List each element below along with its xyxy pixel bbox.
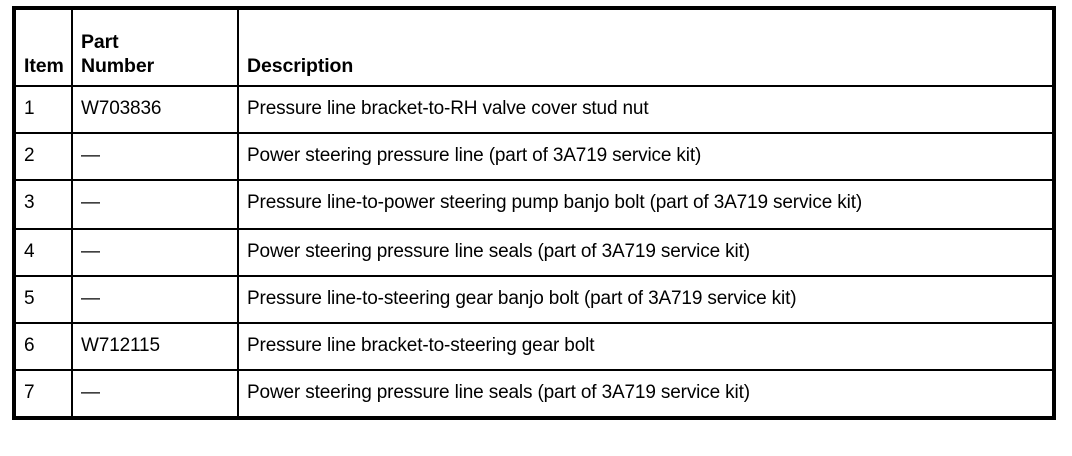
cell-item: 7 (13, 369, 73, 419)
cell-description: Pressure line-to-steering gear banjo bol… (237, 275, 1055, 324)
cell-item: 3 (13, 179, 73, 230)
table-row: 1 W703836 Pressure line bracket-to-RH va… (13, 85, 1055, 134)
cell-part-number: — (71, 179, 239, 230)
table-row: 6 W712115 Pressure line bracket-to-steer… (13, 322, 1055, 371)
column-header-item: Item (13, 7, 73, 87)
cell-part-number: W712115 (71, 322, 239, 371)
column-header-part-number-line-1: Part (81, 31, 119, 53)
table-row: 3 — Pressure line-to-power steering pump… (13, 179, 1055, 230)
table-row: 2 — Power steering pressure line (part o… (13, 132, 1055, 181)
cell-part-number: — (71, 275, 239, 324)
column-header-description: Description (237, 7, 1055, 87)
cell-part-number: — (71, 228, 239, 277)
table-row: 5 — Pressure line-to-steering gear banjo… (13, 275, 1055, 324)
cell-description: Pressure line-to-power steering pump ban… (237, 179, 1055, 230)
column-header-description-line-1: Description (247, 55, 354, 77)
cell-part-number: — (71, 369, 239, 419)
table-header: Item Part Number Description (13, 7, 1055, 87)
cell-description: Power steering pressure line (part of 3A… (237, 132, 1055, 181)
cell-description: Power steering pressure line seals (part… (237, 228, 1055, 277)
table-row: 4 — Power steering pressure line seals (… (13, 228, 1055, 277)
cell-item: 4 (13, 228, 73, 277)
cell-item: 1 (13, 85, 73, 134)
table-body: 1 W703836 Pressure line bracket-to-RH va… (13, 85, 1055, 419)
cell-description: Pressure line bracket-to-RH valve cover … (237, 85, 1055, 134)
column-header-part-number: Part Number (71, 7, 239, 87)
cell-item: 6 (13, 322, 73, 371)
column-header-item-line-1: Item (24, 55, 64, 77)
cell-item: 5 (13, 275, 73, 324)
cell-part-number: — (71, 132, 239, 181)
parts-legend-table: Item Part Number Description 1 W703836 P… (12, 6, 1056, 420)
cell-description: Pressure line bracket-to-steering gear b… (237, 322, 1055, 371)
table-header-row: Item Part Number Description (13, 7, 1055, 87)
cell-part-number: W703836 (71, 85, 239, 134)
table-row: 7 — Power steering pressure line seals (… (13, 369, 1055, 419)
column-header-part-number-line-2: Number (81, 55, 155, 77)
cell-item: 2 (13, 132, 73, 181)
cell-description: Power steering pressure line seals (part… (237, 369, 1055, 419)
